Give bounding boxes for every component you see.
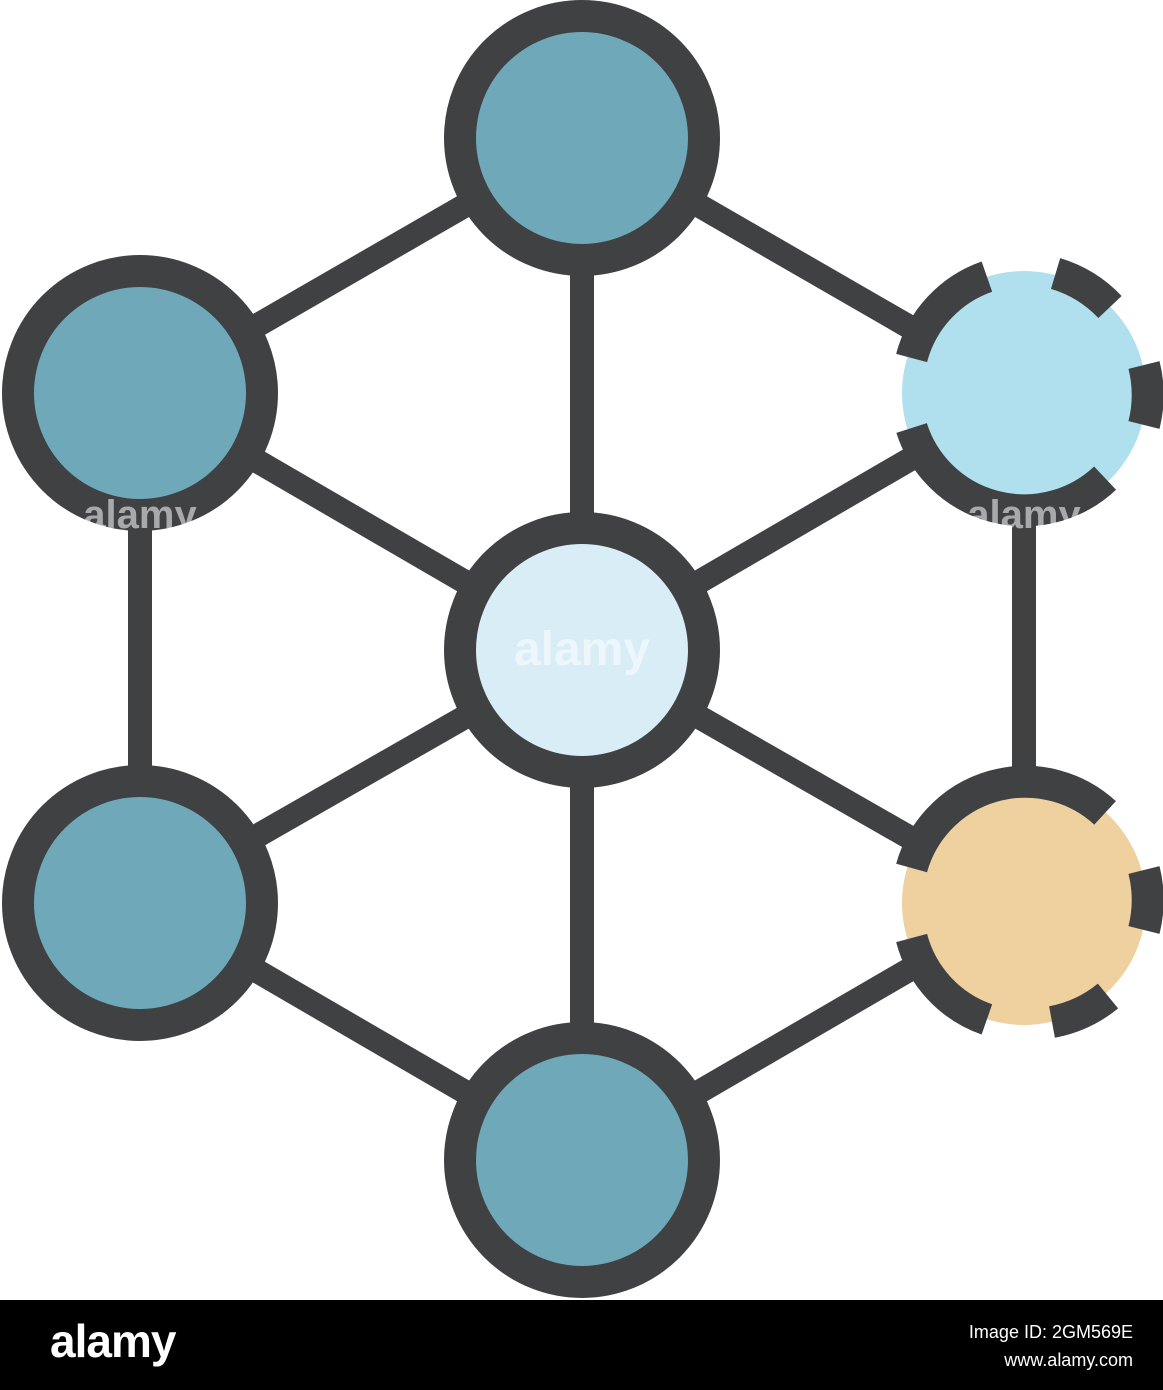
- stock-footer-bar: alamy Image ID: 2GM569E www.alamy.com: [0, 1300, 1163, 1390]
- watermark-overlay: alamy alamy alamy: [83, 493, 1081, 676]
- node-upper-left: [2, 255, 278, 531]
- node-lower-right: [896, 765, 1163, 1038]
- brand-logo: alamy: [50, 1315, 176, 1367]
- node-upper-right: [896, 258, 1163, 527]
- image-id: Image ID: 2GM569E: [968, 1322, 1133, 1342]
- node-center: [444, 512, 720, 788]
- node-top: [444, 0, 720, 276]
- watermark-right: alamy: [967, 493, 1081, 537]
- site-url: www.alamy.com: [1004, 1350, 1133, 1370]
- watermark-center: alamy: [514, 623, 650, 676]
- watermark-left: alamy: [83, 493, 197, 537]
- node-lower-left: [2, 765, 278, 1041]
- node-bottom: [444, 1022, 720, 1298]
- network-icon-illustration: alamy alamy alamy: [2, 0, 1163, 1298]
- image-credit: Image ID: 2GM569E www.alamy.com: [969, 1318, 1133, 1374]
